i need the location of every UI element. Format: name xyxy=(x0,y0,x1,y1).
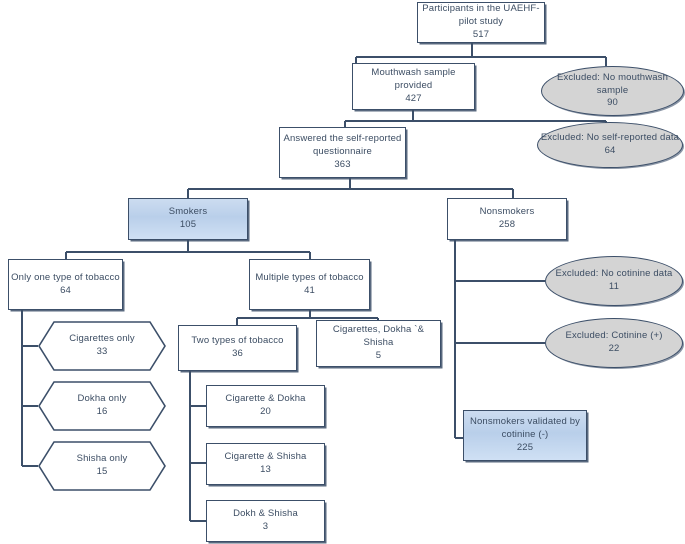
node-excluded-mouthwash-title: Excluded: No mouthwash sample xyxy=(556,71,669,96)
hexagon-shape xyxy=(38,441,166,491)
node-three-types: Cigarettes, Dokha `& Shisha 5 xyxy=(316,320,441,367)
node-excluded-no-cotinine-title: Excluded: No cotinine data xyxy=(555,268,673,280)
node-excluded-no-cotinine: Excluded: No cotinine data 11 xyxy=(545,256,683,306)
node-cigarettes-only-title: Cigarettes only xyxy=(69,333,135,345)
node-excluded-mouthwash-value: 90 xyxy=(607,97,618,109)
node-excluded-no-cotinine-value: 11 xyxy=(608,281,620,292)
node-excluded-mouthwash: Excluded: No mouthwash sample 90 xyxy=(541,66,684,116)
node-two-types: Two types of tobacco 36 xyxy=(178,325,297,371)
node-shisha-only-title: Shisha only xyxy=(76,453,128,465)
node-dokh-shisha-title: Dokh & Shisha xyxy=(233,508,298,520)
node-excluded-selfreport-value: 64 xyxy=(604,145,616,156)
node-shisha-only-value: 15 xyxy=(96,466,108,477)
node-cigarettes-only: Cigarettes only 33 xyxy=(38,321,166,371)
node-cigarette-shisha: Cigarette & Shisha 13 xyxy=(206,443,325,485)
node-shisha-only: Shisha only 15 xyxy=(38,441,166,491)
node-mouthwash-title: Mouthwash sample provided xyxy=(371,67,456,92)
node-multiple-types-title: Multiple types of tobacco xyxy=(255,271,364,283)
node-dokh-shisha: Dokh & Shisha 3 xyxy=(206,500,325,542)
node-nonsmokers-validated-value: 225 xyxy=(516,441,534,453)
node-cigarettes-only-value: 33 xyxy=(96,346,108,357)
node-dokha-only-title: Dokha only xyxy=(77,393,127,405)
node-nonsmokers-value: 258 xyxy=(498,219,516,230)
node-participants: Participants in the UAEHF-pilot study 51… xyxy=(417,2,545,43)
node-multiple-types-value: 41 xyxy=(304,284,315,296)
node-dokha-only-value: 16 xyxy=(96,406,108,417)
hexagon-shape xyxy=(38,321,166,371)
node-excluded-cotinine-positive-title: Excluded: Cotinine (+) xyxy=(565,330,663,342)
node-three-types-value: 5 xyxy=(375,349,382,361)
node-cigarette-dokha-value: 20 xyxy=(260,406,271,417)
node-dokha-only: Dokha only 16 xyxy=(38,381,166,431)
node-excluded-selfreport-title: Excluded: No self-reported data xyxy=(540,132,680,144)
node-smokers-title: Smokers xyxy=(168,206,208,218)
node-cigarette-shisha-title: Cigarette & Shisha xyxy=(224,451,307,463)
node-three-types-title: Cigarettes, Dokha `& Shisha xyxy=(332,324,425,349)
node-participants-title: Participants in the UAEHF-pilot study xyxy=(422,3,540,28)
node-mouthwash-value: 427 xyxy=(405,92,422,104)
node-nonsmokers-validated: Nonsmokers validated by cotinine (-) 225 xyxy=(463,410,587,461)
node-cigarette-shisha-value: 13 xyxy=(260,464,271,475)
node-cigarette-dokha-title: Cigarette & Dokha xyxy=(225,393,306,405)
node-excluded-selfreport: Excluded: No self-reported data 64 xyxy=(537,122,683,168)
node-only-one-type-value: 64 xyxy=(60,284,71,296)
node-questionnaire: Answered the self-reported questionnaire… xyxy=(279,127,406,178)
node-smokers-value: 105 xyxy=(179,219,197,230)
node-nonsmokers-validated-title: Nonsmokers validated by cotinine (-) xyxy=(469,416,581,441)
node-questionnaire-title: Answered the self-reported questionnaire xyxy=(283,133,402,158)
node-mouthwash: Mouthwash sample provided 427 xyxy=(352,63,475,110)
node-nonsmokers: Nonsmokers 258 xyxy=(447,198,567,240)
node-cigarette-dokha: Cigarette & Dokha 20 xyxy=(206,385,325,427)
hexagon-shape xyxy=(38,381,166,431)
node-two-types-value: 36 xyxy=(232,348,243,359)
node-two-types-title: Two types of tobacco xyxy=(191,335,284,347)
node-dokh-shisha-value: 3 xyxy=(262,521,269,532)
node-nonsmokers-title: Nonsmokers xyxy=(479,206,535,218)
node-only-one-type-title: Only one type of tobacco xyxy=(11,271,120,283)
node-questionnaire-value: 363 xyxy=(334,158,351,170)
node-excluded-cotinine-positive-value: 22 xyxy=(608,343,620,354)
node-multiple-types: Multiple types of tobacco 41 xyxy=(249,259,370,310)
node-only-one-type: Only one type of tobacco 64 xyxy=(8,259,123,310)
node-participants-value: 517 xyxy=(472,28,490,40)
node-excluded-cotinine-positive: Excluded: Cotinine (+) 22 xyxy=(545,318,683,368)
node-smokers: Smokers 105 xyxy=(128,198,248,240)
